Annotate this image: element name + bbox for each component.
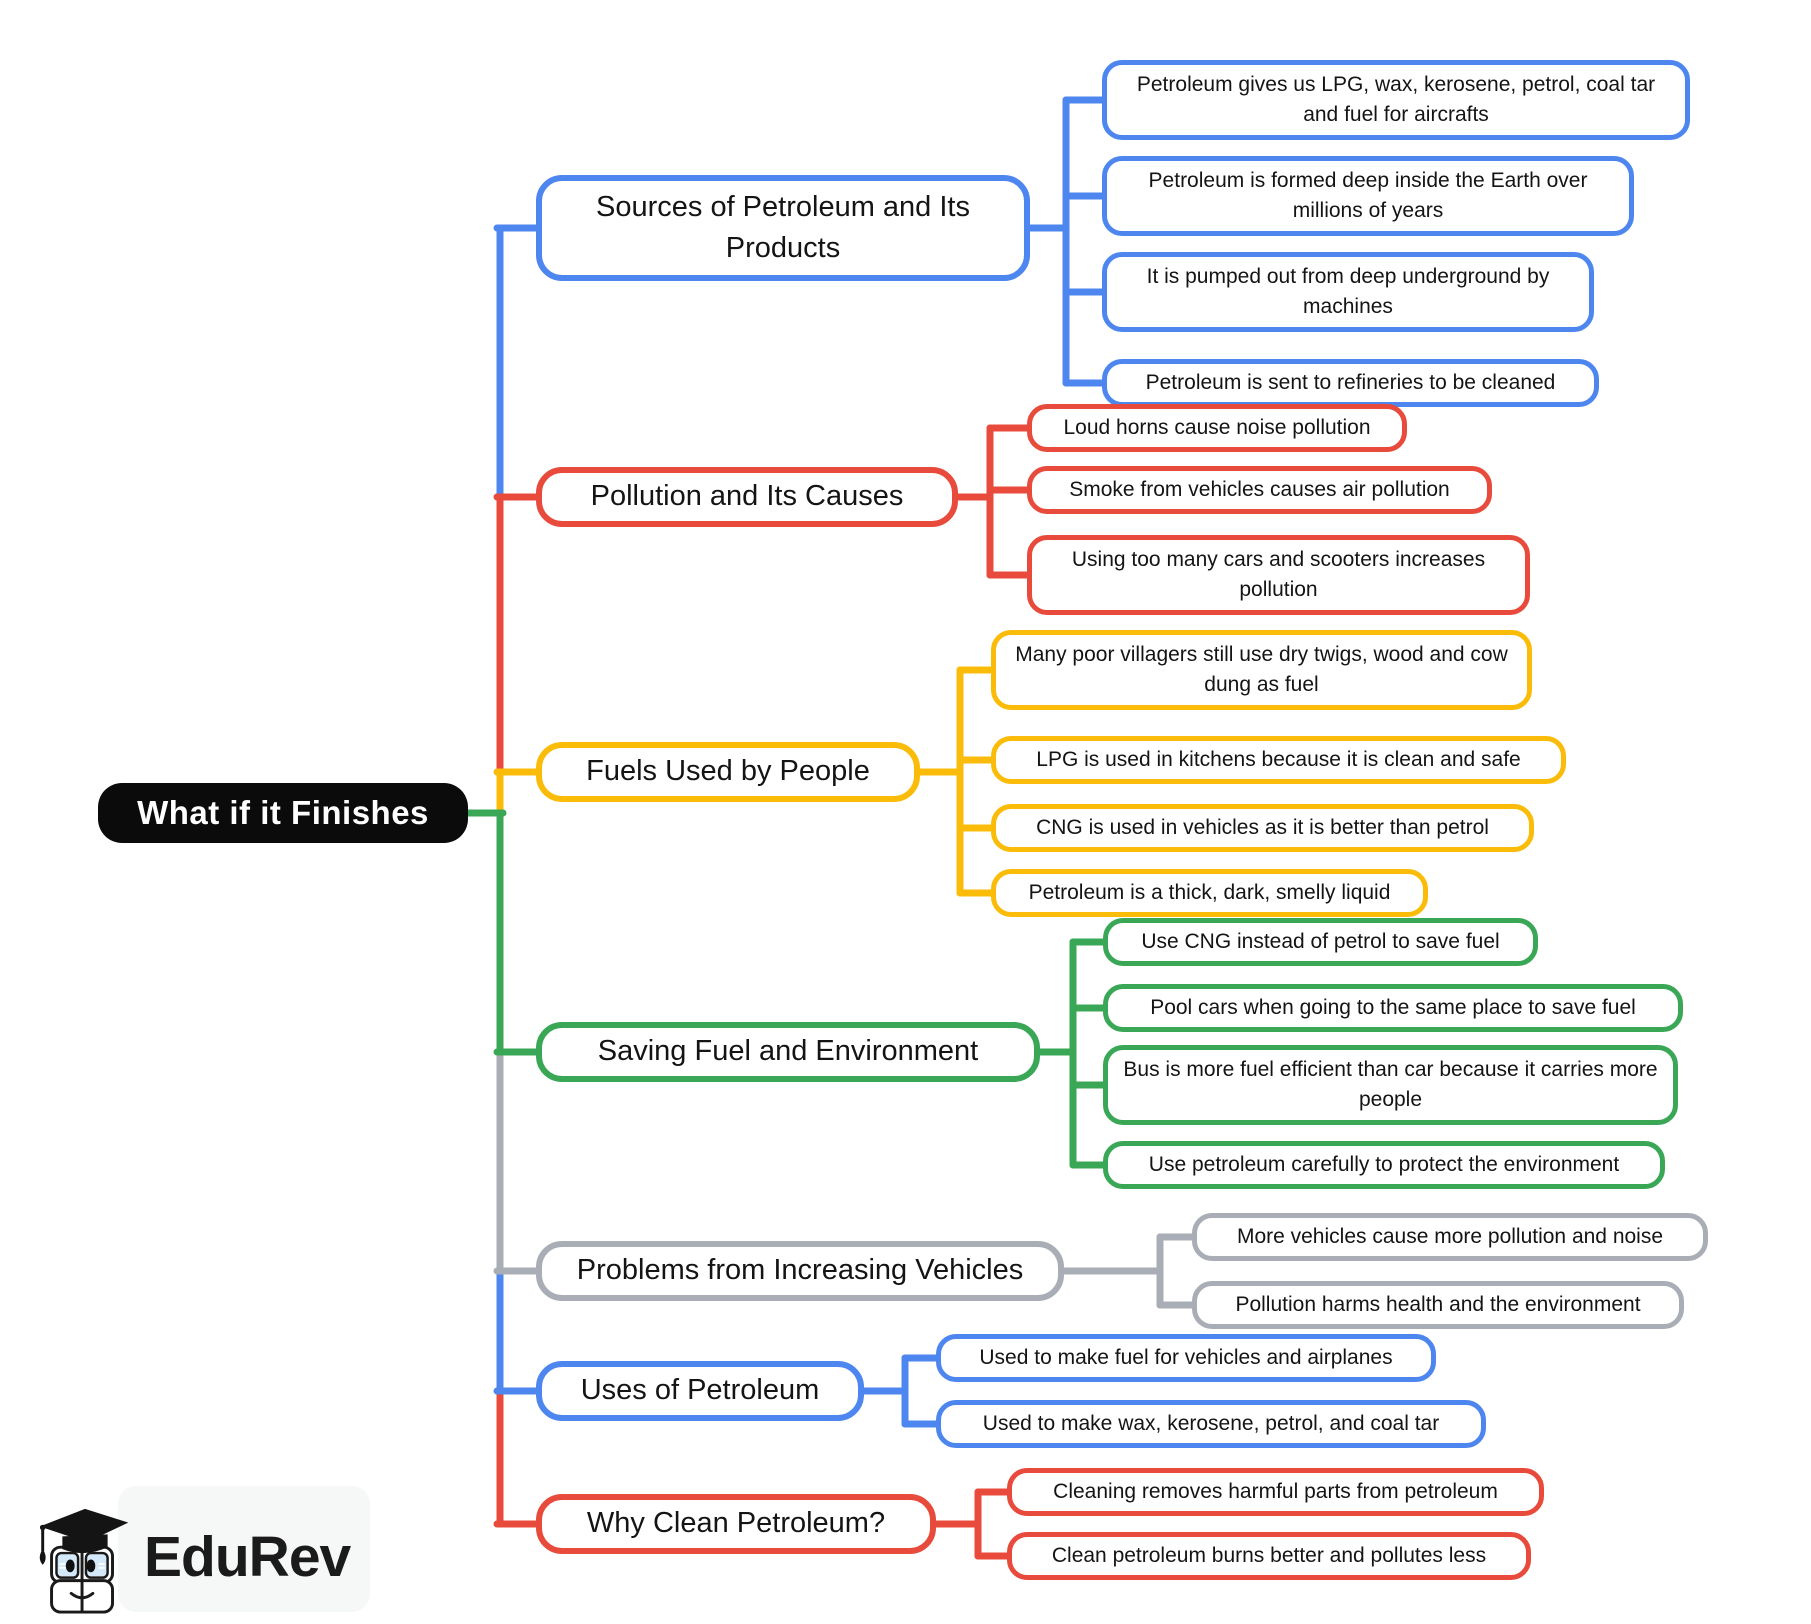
branch-node-fuels: Fuels Used by People — [536, 742, 920, 802]
central-topic-node: What if it Finishes — [98, 783, 468, 843]
child-node-saving-3: Use petroleum carefully to protect the e… — [1103, 1141, 1665, 1189]
child-node-sources-2: It is pumped out from deep underground b… — [1102, 252, 1594, 332]
child-node-problems-1: Pollution harms health and the environme… — [1192, 1281, 1684, 1329]
branch-node-uses: Uses of Petroleum — [536, 1361, 864, 1421]
child-node-fuels-0: Many poor villagers still use dry twigs,… — [991, 630, 1532, 710]
child-node-sources-3: Petroleum is sent to refineries to be cl… — [1102, 359, 1599, 407]
branch-node-saving: Saving Fuel and Environment — [536, 1022, 1040, 1082]
branch-node-whyclean: Why Clean Petroleum? — [536, 1494, 936, 1554]
logo-background — [118, 1486, 370, 1612]
child-node-saving-2: Bus is more fuel efficient than car beca… — [1103, 1045, 1678, 1125]
edurev-mascot-icon — [39, 1508, 129, 1614]
child-node-fuels-3: Petroleum is a thick, dark, smelly liqui… — [991, 869, 1428, 917]
child-node-pollution-0: Loud horns cause noise pollution — [1027, 404, 1407, 452]
child-node-problems-0: More vehicles cause more pollution and n… — [1192, 1213, 1708, 1261]
branch-node-pollution: Pollution and Its Causes — [536, 467, 958, 527]
branch-node-problems: Problems from Increasing Vehicles — [536, 1241, 1064, 1301]
child-node-sources-0: Petroleum gives us LPG, wax, kerosene, p… — [1102, 60, 1690, 140]
edurev-logo-text: EduRev — [144, 1525, 351, 1589]
child-node-uses-0: Used to make fuel for vehicles and airpl… — [936, 1334, 1436, 1382]
branch-node-sources: Sources of Petroleum and Its Products — [536, 175, 1030, 281]
child-node-fuels-2: CNG is used in vehicles as it is better … — [991, 804, 1534, 852]
child-node-pollution-2: Using too many cars and scooters increas… — [1027, 535, 1530, 615]
child-node-saving-0: Use CNG instead of petrol to save fuel — [1103, 918, 1538, 966]
child-node-whyclean-1: Clean petroleum burns better and pollute… — [1007, 1532, 1531, 1580]
child-node-fuels-1: LPG is used in kitchens because it is cl… — [991, 736, 1566, 784]
child-node-uses-1: Used to make wax, kerosene, petrol, and … — [936, 1400, 1486, 1448]
child-node-whyclean-0: Cleaning removes harmful parts from petr… — [1007, 1468, 1544, 1516]
child-node-saving-1: Pool cars when going to the same place t… — [1103, 984, 1683, 1032]
child-node-pollution-1: Smoke from vehicles causes air pollution — [1027, 466, 1492, 514]
child-node-sources-1: Petroleum is formed deep inside the Eart… — [1102, 156, 1634, 236]
